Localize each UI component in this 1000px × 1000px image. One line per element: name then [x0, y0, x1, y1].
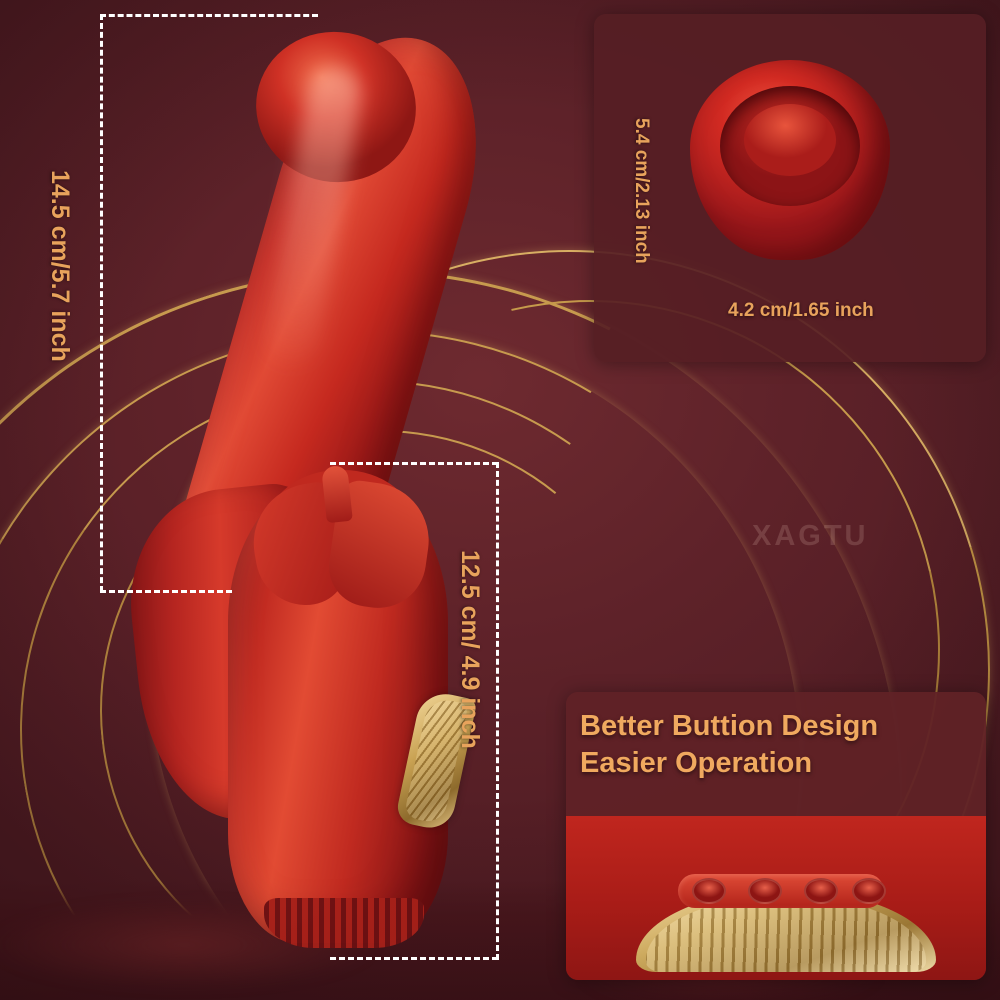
guide-mid-horizontal — [100, 590, 232, 593]
guide-left-vertical — [100, 14, 103, 592]
brand-watermark: XAGTU — [752, 520, 869, 552]
product-base-ridges — [264, 898, 424, 948]
head-closeup-panel — [594, 14, 986, 362]
measurement-head-width: 4.2 cm/1.65 inch — [728, 300, 874, 321]
control-button-2[interactable] — [748, 878, 782, 904]
button-closeup-image — [566, 816, 986, 980]
control-button-3[interactable] — [804, 878, 838, 904]
measurement-head-height: 5.4 cm/2.13 inch — [631, 118, 652, 264]
button-design-panel: Better Buttion Design Easier Operation — [566, 692, 986, 980]
measurement-body-height: 12.5 cm/ 4.9 inch — [456, 550, 484, 749]
guide-body-top-horizontal — [330, 462, 498, 465]
guide-body-bottom-horizontal — [330, 957, 498, 960]
guide-top-horizontal — [100, 14, 318, 17]
head-inner-ring — [744, 104, 836, 176]
control-button-1[interactable] — [692, 878, 726, 904]
button-design-headline: Better Buttion Design Easier Operation — [580, 708, 972, 782]
head-closeup-image — [690, 60, 890, 260]
control-button-4[interactable] — [852, 878, 886, 904]
headline-line-1: Better Buttion Design — [580, 710, 879, 742]
measurement-total-height: 14.5 cm/5.7 inch — [46, 170, 74, 362]
product-main-image — [118, 18, 538, 958]
headline-line-2: Easier Operation — [580, 747, 813, 780]
guide-body-vertical — [496, 462, 499, 960]
